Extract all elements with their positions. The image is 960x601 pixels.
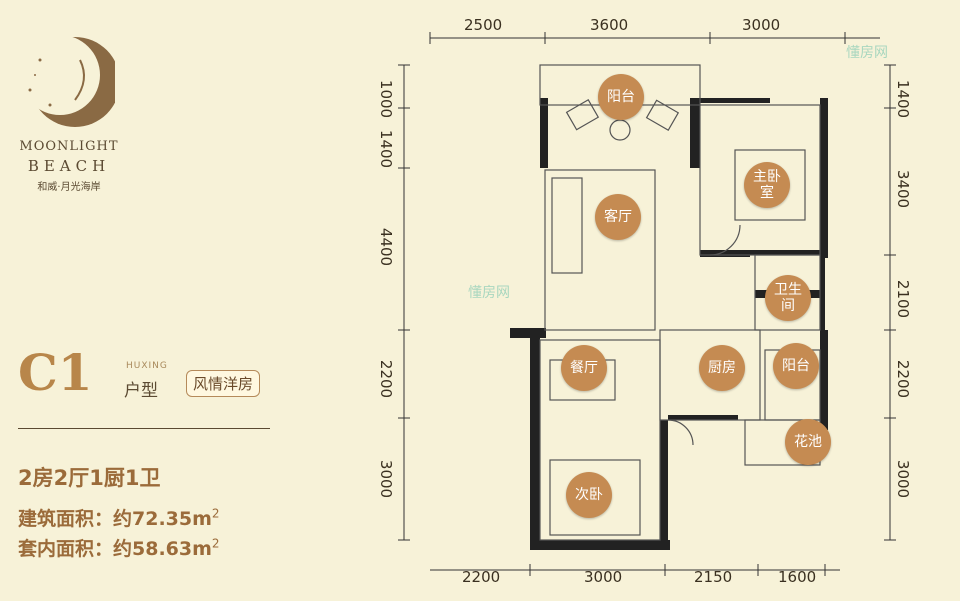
room-balcony-right-label: 阳台	[782, 357, 810, 374]
net-area-superscript: 2	[211, 536, 220, 551]
gross-area-superscript: 2	[211, 506, 220, 521]
watermark-top: 懂房网	[846, 45, 888, 61]
gross-area-row: 建筑面积：约72.35m2	[18, 504, 220, 531]
dim-right-3: 2100	[894, 279, 913, 319]
gross-area-text: 建筑面积：约72.35m	[18, 508, 212, 530]
room-second-bedroom: 次卧	[566, 472, 612, 518]
room-living-room-label: 客厅	[604, 208, 632, 225]
floor-plan	[398, 32, 896, 576]
room-master-bedroom-label-1: 主卧	[753, 168, 781, 185]
brand-name-line2: BEACH	[27, 157, 111, 175]
brand-subtitle: 和威·月光海岸	[37, 182, 101, 193]
layout-summary: 2房2厅1厨1卫	[18, 466, 161, 490]
dim-top-2: 3600	[590, 16, 629, 34]
room-living-room: 客厅	[595, 194, 641, 240]
dim-bottom-4: 1600	[778, 568, 817, 586]
room-dining-room: 餐厅	[561, 345, 607, 391]
dim-bottom-2: 3000	[584, 568, 623, 586]
unit-type-label: 户型	[124, 381, 158, 401]
room-planter: 花池	[785, 419, 831, 465]
room-planter-label: 花池	[794, 433, 822, 450]
dim-right-1: 1400	[894, 79, 913, 119]
dim-left-4: 2200	[377, 359, 396, 399]
room-kitchen: 厨房	[699, 345, 745, 391]
room-second-bedroom-label: 次卧	[575, 486, 603, 503]
room-balcony-right: 阳台	[773, 343, 819, 389]
dim-left-5: 3000	[377, 459, 396, 499]
room-kitchen-label: 厨房	[708, 359, 736, 376]
dim-top-1: 2500	[464, 16, 503, 34]
brand-name-line1: MOONLIGHT	[19, 139, 119, 154]
dim-left-2: 1400	[377, 129, 396, 169]
dim-left-1: 1000	[377, 79, 396, 119]
dim-right-5: 3000	[894, 459, 913, 499]
room-bathroom-label-1: 卫生	[774, 281, 802, 298]
watermark-middle: 懂房网	[468, 285, 510, 301]
room-master-bedroom-label-2: 室	[760, 185, 774, 201]
unit-code: C1	[18, 343, 93, 402]
room-master-bedroom: 主卧室	[744, 162, 790, 208]
room-balcony-top-label: 阳台	[607, 88, 635, 105]
unit-type-label-en: HUXING	[126, 361, 168, 371]
room-balcony-top: 阳台	[598, 74, 644, 120]
room-bathroom-label-2: 间	[781, 298, 795, 314]
room-dining-room-label: 餐厅	[570, 359, 598, 376]
dim-right-4: 2200	[894, 359, 913, 399]
net-area-row: 套内面积：约58.63m2	[18, 534, 220, 561]
dim-bottom-1: 2200	[462, 568, 501, 586]
style-tag: 风情洋房	[186, 370, 261, 397]
room-bathroom: 卫生间	[765, 275, 811, 321]
dim-right-2: 3400	[894, 169, 913, 209]
dim-left-3: 4400	[377, 227, 396, 267]
net-area-text: 套内面积：约58.63m	[18, 538, 212, 560]
dim-top-3: 3000	[742, 16, 781, 34]
divider	[18, 428, 270, 429]
dim-bottom-3: 2150	[694, 568, 733, 586]
moon-logo-icon	[28, 37, 115, 127]
